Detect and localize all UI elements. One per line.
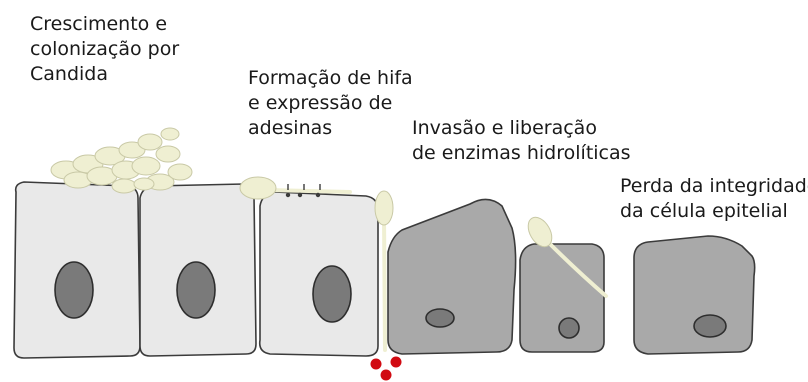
label-line: e expressão de <box>248 92 393 114</box>
nucleus-2 <box>176 261 216 319</box>
enzyme-dot-3 <box>380 369 392 381</box>
label-line: colonização por <box>30 38 180 60</box>
damaged-cell-2 <box>519 243 605 353</box>
hydrolytic-enzymes <box>370 356 402 381</box>
invading-hypha <box>374 190 394 352</box>
damaged-cell-1 <box>387 198 517 355</box>
penetrating-hypha <box>527 216 608 298</box>
label-line: Candida <box>30 63 108 85</box>
yeast-colony <box>50 127 193 194</box>
label-line: adesinas <box>248 117 333 139</box>
nucleus-1 <box>54 261 94 319</box>
label-growth-colonization: Crescimento e colonização por Candida <box>30 12 179 87</box>
label-line: Formação de hifa <box>248 67 413 89</box>
label-line: de enzimas hidrolíticas <box>412 142 631 164</box>
nucleus-6 <box>693 314 727 338</box>
adhesin-2 <box>297 192 303 198</box>
label-line: Perda da integridade <box>620 175 808 197</box>
label-line: Invasão e liberação <box>412 117 597 139</box>
label-line: da célula epitelial <box>620 200 788 222</box>
enzyme-dot-2 <box>390 356 402 368</box>
nucleus-4 <box>425 308 455 328</box>
adhesin-1 <box>285 192 291 198</box>
nucleus-3 <box>312 265 352 323</box>
enzyme-dot-1 <box>370 358 382 370</box>
adhesin-3 <box>315 192 321 198</box>
hypha-with-adhesins <box>239 176 352 200</box>
label-invasion-enzymes: Invasão e liberação de enzimas hidrolíti… <box>412 116 631 166</box>
label-hypha-formation: Formação de hifa e expressão de adesinas <box>248 66 413 141</box>
label-line: Crescimento e <box>30 13 168 35</box>
label-integrity-loss: Perda da integridade da célula epitelial <box>620 174 808 224</box>
damaged-cell-3 <box>633 235 756 355</box>
nucleus-5 <box>558 317 580 339</box>
nuclei <box>54 261 727 339</box>
